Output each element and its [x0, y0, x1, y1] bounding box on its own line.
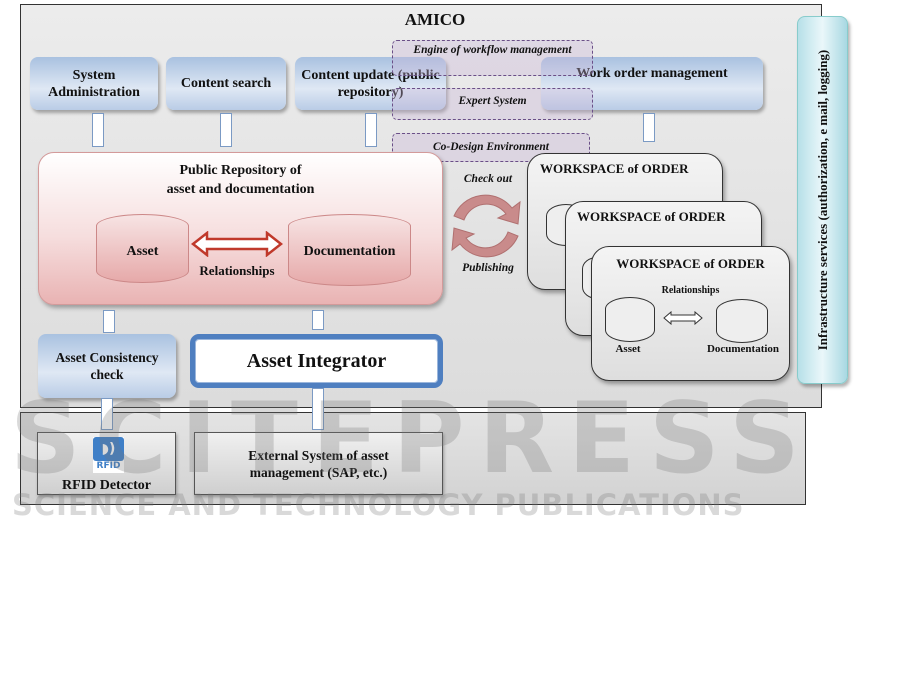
diagram-title: AMICO	[404, 10, 466, 29]
down-arrow-icon	[92, 113, 104, 147]
bidirectional-vertical-arrow-icon	[101, 398, 113, 430]
documentation-label: Documentation	[303, 244, 396, 259]
relationships-label: Relationships	[661, 285, 720, 296]
down-arrow-icon	[312, 310, 324, 330]
repository-title-line1: Public Repository of	[179, 163, 302, 178]
infrastructure-services-panel: Infrastructure services (authorization, …	[797, 16, 848, 384]
asset-consistency-check-module: Asset Consistency check	[38, 334, 176, 398]
documentation-database-icon	[716, 299, 768, 343]
asset-database-icon	[96, 214, 189, 283]
asset-label: Asset	[615, 343, 641, 355]
down-arrow-icon	[643, 113, 655, 142]
asset-label: Asset	[126, 244, 159, 259]
workspace-title: WORKSPACE of ORDER	[577, 209, 726, 224]
publishing-label: Publishing	[462, 262, 514, 274]
system-administration-module: System Administration	[30, 57, 158, 110]
watermark-logo: SCITEPRESS	[10, 382, 814, 496]
documentation-database-icon	[288, 214, 411, 286]
content-search-module: Content search	[166, 57, 286, 110]
asset-integrator-module: Asset Integrator	[190, 334, 443, 388]
watermark-subtitle: SCIENCE AND TECHNOLOGY PUBLICATIONS	[12, 488, 745, 522]
public-repository: Public Repository of asset and documenta…	[38, 152, 443, 305]
workspace-title: WORKSPACE of ORDER	[540, 161, 689, 176]
workspace-card: WORKSPACE of ORDER Relationships Asset D…	[591, 246, 790, 381]
workflow-engine-overlay: Engine of workflow management	[392, 40, 593, 76]
down-arrow-icon	[220, 113, 232, 147]
rfid-detector-box: ◗) RFID RFID Detector	[37, 432, 176, 495]
rfid-detector-label: RFID Detector	[61, 478, 151, 493]
down-arrow-icon	[312, 388, 324, 430]
bidirectional-arrow-icon	[663, 311, 703, 325]
relationships-label: Relationships	[199, 263, 275, 278]
expert-system-overlay: Expert System	[392, 88, 593, 120]
repository-title-line2: asset and documentation	[166, 182, 315, 197]
rfid-icon: ◗) RFID	[93, 437, 124, 473]
content-update-module: Content update (public repository)	[295, 57, 446, 110]
workspace-title: WORKSPACE of ORDER	[616, 256, 765, 271]
repository-title: Public Repository of asset and documenta…	[39, 161, 442, 199]
work-order-management-module: Work order management	[541, 57, 763, 110]
up-arrow-icon	[103, 310, 115, 333]
sync-cycle-icon	[451, 194, 521, 258]
asset-database-icon	[605, 297, 655, 342]
external-asset-system-box: External System of asset management (SAP…	[194, 432, 443, 495]
infrastructure-services-label: Infrastructure services (authorization, …	[814, 49, 830, 351]
rfid-icon-label: RFID	[96, 461, 121, 471]
documentation-label: Documentation	[706, 343, 780, 355]
bidirectional-arrow-icon	[191, 231, 283, 257]
check-out-label: Check out	[463, 173, 513, 185]
down-arrow-icon	[365, 113, 377, 147]
